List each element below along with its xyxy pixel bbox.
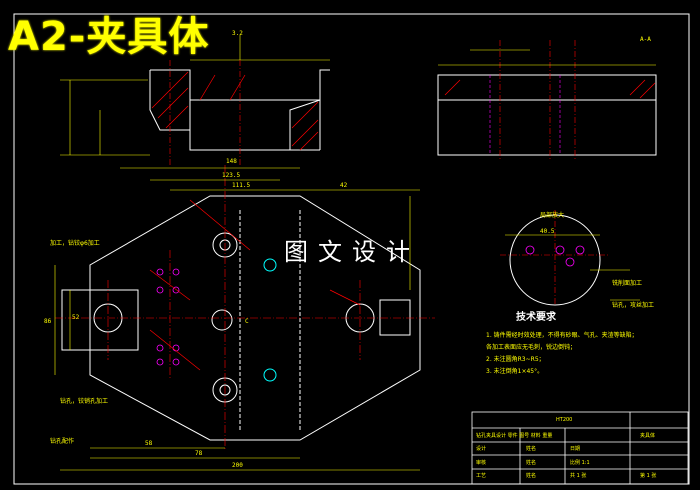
- section-hatch: [151, 71, 319, 151]
- title-block: [471, 411, 689, 485]
- dim-detail: 40.5: [540, 228, 555, 235]
- title-block-school: 夹具体: [640, 433, 656, 439]
- section-label: A-A: [640, 36, 651, 43]
- dim-top-right: 42: [340, 182, 348, 189]
- tech-requirement-1: 1. 铸件需经时效处理，不得有砂眼、气孔、夹渣等缺陷；: [486, 332, 638, 339]
- title-block-sheet: 第 1 张: [640, 473, 657, 479]
- note-left-bottom: 钻孔配作: [50, 438, 75, 445]
- note-left-top: 加工，钻铰φ6加工: [50, 240, 100, 247]
- plan-centerlines: [55, 165, 435, 450]
- elevation-view-right: [437, 40, 657, 160]
- plan-view: [54, 165, 435, 471]
- tech-requirements-title: 技术要求: [516, 312, 556, 323]
- title-block-row-1-c: 日期: [570, 446, 581, 452]
- dim-top-overall: 148: [226, 158, 237, 165]
- dim-left-a: 86: [44, 318, 52, 325]
- title-block-name-line: 钻孔夹具设计 零件 图号 材料 重量: [476, 433, 553, 439]
- title-block-row-2-b: 姓名: [526, 460, 537, 466]
- detail-title: 局部放大: [540, 212, 565, 219]
- watermark-text: 图文设计: [284, 238, 420, 266]
- dim-left-b: 52: [72, 314, 80, 321]
- note-left-mid: 钻孔，铰销孔加工: [60, 398, 109, 405]
- dim-top-inner: 123.5: [222, 172, 241, 179]
- title-block-row-1-b: 姓名: [526, 446, 537, 452]
- detail-view: [500, 210, 640, 306]
- dim-bottom-overall: 200: [232, 462, 243, 469]
- tech-requirement-3: 3. 未注倒角1×45°。: [486, 368, 544, 375]
- tech-requirement-2: 2. 未注圆角R3~R5；: [486, 356, 545, 363]
- roughness-label: 3.2: [232, 30, 243, 37]
- title-block-row-2-c: 比例 1:1: [570, 460, 590, 466]
- note-right-low: 钻孔，攻丝加工: [612, 302, 655, 309]
- title-block-row-2-a: 审核: [476, 460, 487, 466]
- dim-bottom-b: 78: [195, 450, 203, 457]
- title-block-row-3-a: 工艺: [476, 473, 487, 479]
- sheet-border: [13, 13, 690, 485]
- dim-bottom-a: 58: [145, 440, 153, 447]
- drawing-title: A2-夹具体: [8, 14, 210, 60]
- title-block-row-3-c: 共 1 张: [570, 473, 587, 479]
- section-marker-c: C: [245, 318, 249, 325]
- title-block-drawing-no: HT200: [556, 417, 573, 423]
- title-block-row-3-b: 姓名: [526, 473, 537, 479]
- section-dims: [60, 35, 330, 156]
- section-centerlines: [169, 60, 241, 165]
- section-view-left: [60, 35, 330, 165]
- dim-top-mid: 111.5: [232, 182, 251, 189]
- title-block-row-1-a: 设计: [476, 446, 487, 452]
- tech-requirement-1b: 各加工表面应无毛刺，锐边倒钝；: [486, 344, 577, 351]
- plan-dims: [54, 167, 420, 471]
- note-right-mid: 铣削面加工: [612, 280, 643, 287]
